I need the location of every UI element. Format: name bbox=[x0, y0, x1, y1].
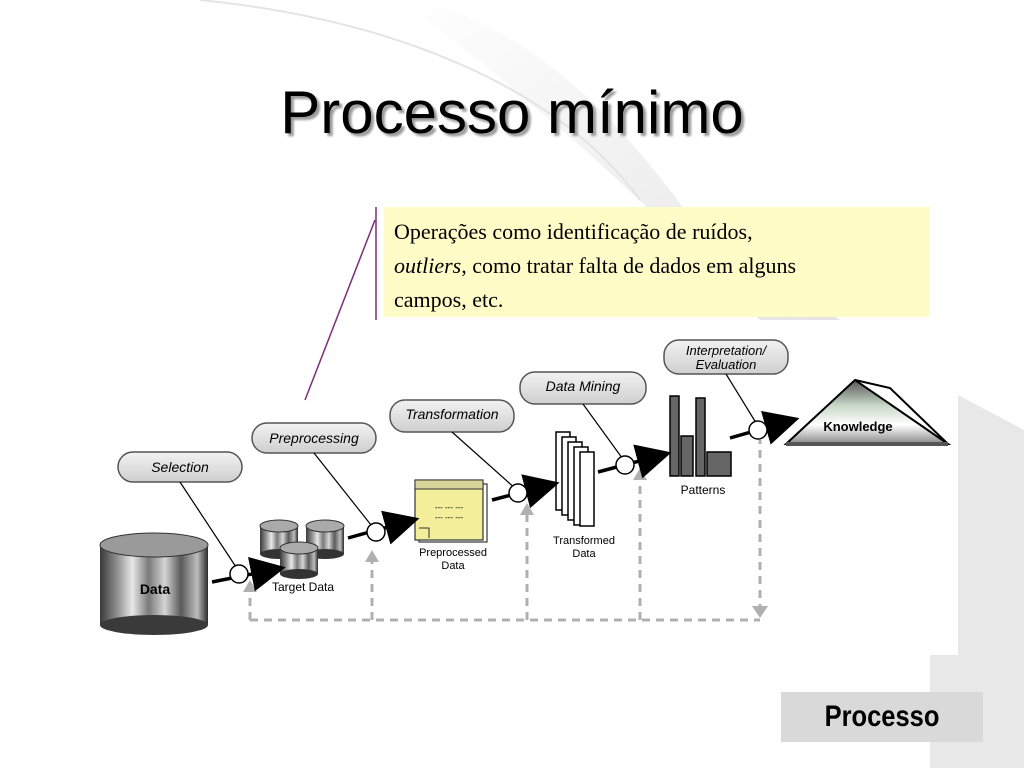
transformed-label-2: Data bbox=[572, 548, 596, 560]
knowledge-pyramid: Knowledge bbox=[783, 378, 952, 446]
slide-title: Processo mínimo bbox=[280, 79, 744, 146]
note-line-3: campos, etc. bbox=[394, 287, 504, 312]
note-line-1: Operações como identificação de ruídos, bbox=[394, 219, 753, 244]
stage-pointer-lines bbox=[179, 373, 759, 571]
note-line-2-rest: , como tratar falta de dados em alguns bbox=[461, 253, 797, 278]
stage-transformation-label: Transformation bbox=[405, 406, 498, 422]
preprocessed-data-document: --- --- --- --- --- --- Preprocessed Dat… bbox=[414, 479, 488, 572]
stage-data-mining-label: Data Mining bbox=[546, 378, 621, 394]
feedback-loop bbox=[248, 440, 762, 622]
stage-transformation: Transformation bbox=[389, 399, 515, 433]
stage-preprocessing: Preprocessing bbox=[251, 422, 377, 454]
section-badge-label: Processo bbox=[824, 700, 940, 733]
stage-preprocessing-label: Preprocessing bbox=[269, 430, 359, 446]
stage-interpretation-label-2: Evaluation bbox=[696, 357, 757, 372]
target-data-cylinders: Target Data bbox=[259, 519, 345, 594]
background-right-panel bbox=[930, 395, 1024, 768]
patterns-label: Patterns bbox=[681, 483, 726, 497]
transformed-label-1: Transformed bbox=[553, 535, 615, 547]
stage-interpretation-label-1: Interpretation/ bbox=[686, 343, 768, 358]
target-data-label: Target Data bbox=[272, 580, 334, 594]
note-outliers: outliers bbox=[394, 253, 462, 278]
stage-selection-label: Selection bbox=[151, 459, 209, 475]
patterns-bars bbox=[669, 395, 732, 477]
data-label: Data bbox=[140, 581, 171, 597]
preprocessed-label-2: Data bbox=[441, 560, 465, 572]
callout-note: Operações como identificação de ruídos, … bbox=[384, 207, 930, 317]
data-cylinder: Data bbox=[99, 532, 209, 635]
stage-selection: Selection bbox=[117, 451, 243, 483]
background-swoosh bbox=[400, 0, 840, 320]
note-line-2: outliers, como tratar falta de dados em … bbox=[394, 249, 920, 283]
stage-interpretation: Interpretation/ Evaluation bbox=[663, 339, 789, 375]
stage-data-mining: Data Mining bbox=[519, 371, 647, 405]
doc-text-row-1: --- --- --- bbox=[435, 503, 464, 512]
note-connector-diagonal bbox=[304, 219, 376, 401]
background-curve bbox=[199, 0, 641, 201]
knowledge-label: Knowledge bbox=[823, 419, 892, 434]
process-valves bbox=[229, 420, 768, 584]
section-badge: Processo bbox=[781, 692, 983, 742]
transformed-data-stack bbox=[555, 431, 595, 527]
preprocessed-label-1: Preprocessed bbox=[419, 547, 487, 559]
doc-text-row-2: --- --- --- bbox=[435, 513, 464, 522]
